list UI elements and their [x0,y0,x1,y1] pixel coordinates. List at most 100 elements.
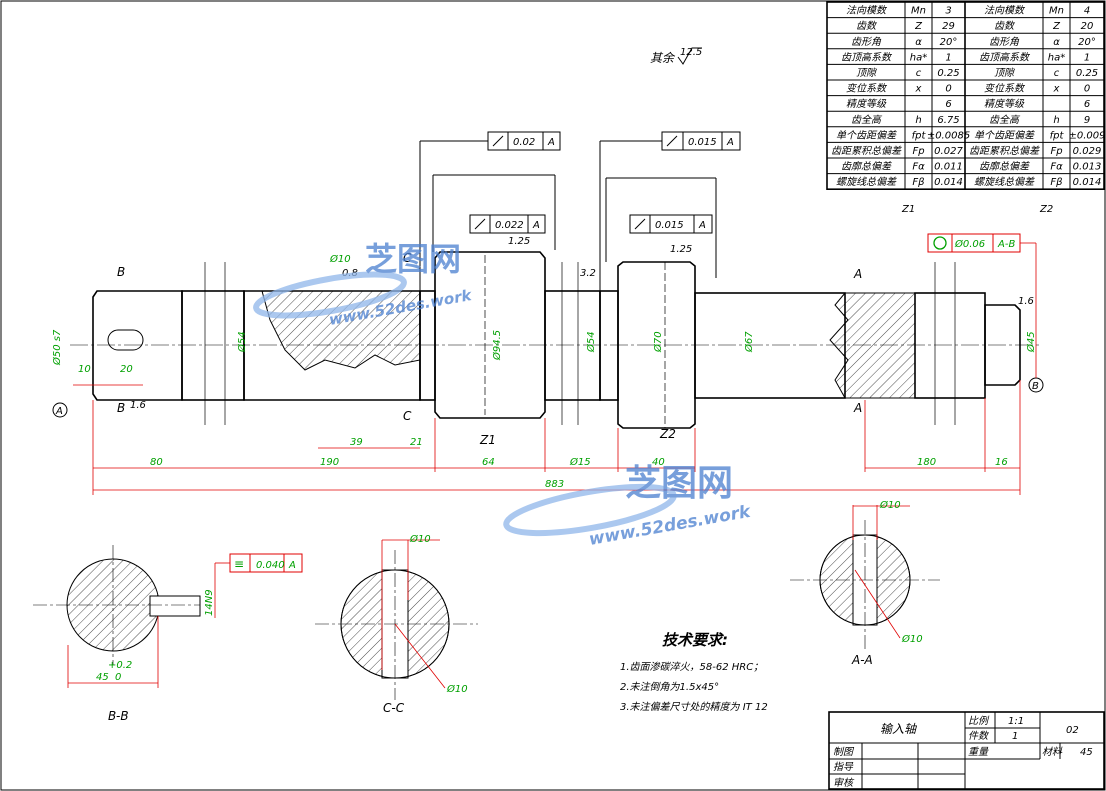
scale-value: 1:1 [1008,716,1024,727]
bb-dim: 45 [96,672,109,683]
svg-text:A: A [547,137,555,148]
gear-table-cell: 20° [940,37,958,48]
gear-table-cell: 6.75 [937,115,959,126]
gear-table-cell: 齿全高 [989,114,1021,126]
gear-table-cell: 1 [1084,52,1090,63]
gear-table-cell: h [915,115,921,126]
gear-z2 [617,261,696,429]
shaft-main-view [70,251,1040,429]
svg-text:0.015: 0.015 [655,220,684,231]
gear-table-cell: 变位系数 [846,83,888,95]
z1-table-label: Z1 [901,204,915,215]
tech-item-3: 3.未注偏差尺寸处的精度为 IT 12 [620,701,768,713]
label-z1: Z1 [479,433,496,447]
gear-table-cell: 单个齿距偏差 [836,129,897,141]
gear-table-cell: 0.014 [1073,177,1102,188]
note-125a: 1.25 [508,236,530,247]
gear-table-cell: 3 [945,6,951,17]
gear-table-cell: 精度等级 [846,98,887,110]
gear-table-cell: fpt [1050,130,1065,141]
svg-text:芝图网: 芝图网 [625,463,733,504]
section-aa-label: A-A [851,653,873,667]
svg-text:0.040: 0.040 [256,560,285,571]
gear-table-cell: 齿数 [856,20,878,32]
note-16b: 1.6 [130,400,146,411]
roughness-value: 12.5 [680,47,702,58]
drawn-label: 制图 [833,746,855,758]
label-C-bot: C [403,409,412,423]
gear-table-cell: 0 [1084,84,1090,95]
gear-table-cell: 单个齿距偏差 [974,129,1035,141]
tech-item-2: 2.未注倒角为1.5x45° [620,681,719,693]
svg-text:0.022: 0.022 [495,220,524,231]
title-block [828,711,1105,790]
datum-A: A [55,406,63,417]
material-label: 材料 [1042,746,1063,758]
aa-dim1: Ø10 [879,499,901,511]
gear-table-cell: 0.029 [1073,146,1102,157]
runout-frame-3: 0.022 A [432,174,556,252]
label-A-top: A [853,267,862,281]
dim-l15: Ø15 [569,456,591,468]
gear-table-cell: α [1053,37,1060,48]
gear-table-cell: 齿廓总偏差 [979,161,1030,173]
gear-table-cell: 顶隙 [856,67,877,79]
note-32: 3.2 [580,268,596,279]
gear-table-cell: 齿形角 [851,36,882,48]
dim-l180: 180 [917,457,936,468]
gear-table-cell: 9 [1084,115,1090,126]
dim-l64: 64 [482,457,495,468]
bb-width: 14N9 [204,589,215,616]
dim-l20: 20 [120,364,133,375]
label-C-top: C [403,251,412,265]
z2-table-label: Z2 [1039,204,1053,215]
gear-table-cell: 变位系数 [984,83,1026,95]
svg-text:≡: ≡ [234,557,244,571]
gear-table-cell: Mn [1049,6,1064,17]
watermark-1: 芝图网 www.52des.work [253,240,474,329]
runout-frame-4: 0.015 A [605,177,717,278]
dim-d70: Ø70 [652,331,664,353]
qty-value: 1 [1012,731,1018,742]
gear-table-cell: ±0.009 [1068,130,1105,141]
gear-table-cell: 法向模数 [984,5,1026,17]
cc-dim1: Ø10 [409,533,431,545]
gear-table-cell: Fβ [1050,177,1063,188]
dim-d10a: Ø10 [329,253,351,265]
roughness-symbol [677,47,702,65]
qty-label: 件数 [968,730,990,742]
dim-d67: Ø67 [743,331,755,353]
gear-table-cell: 29 [942,21,955,32]
svg-text:A-B: A-B [997,239,1015,250]
dim-l10: 10 [78,364,91,375]
gear-table-cell: Fp [1050,146,1062,157]
gear-table-cell: 法向模数 [846,5,888,17]
gear-table-cell: Z [1052,21,1061,32]
note-125b: 1.25 [670,244,692,255]
svg-text:0.015: 0.015 [688,137,717,148]
gear-table-cell: 齿距累积总偏差 [831,145,902,157]
dim-d50: Ø50 s7 [51,329,63,366]
drawing-number: 02 [1066,725,1079,736]
dim-l16: 16 [995,457,1008,468]
gear-table-cell: 4 [1084,6,1090,17]
keyway [107,329,144,351]
gear-table-cell: 0.25 [937,68,959,79]
gear-table-cell: c [916,68,922,79]
gear-table-cell: c [1054,68,1060,79]
gear-table-cell: 0.25 [1076,68,1098,79]
section-cc-label: C-C [383,701,405,715]
watermark-2: 芝图网 www.52des.work [503,463,754,550]
gear-table-cell: 20° [1078,37,1096,48]
gear-table-cell: 齿数 [994,20,1016,32]
svg-text:芝图网: 芝图网 [365,240,461,278]
dim-l40: 40 [652,457,665,468]
runout-frame-2: 0.015 A [599,131,741,290]
gear-table-cell: 0.011 [934,162,963,173]
gear-table-cell: 齿形角 [989,36,1020,48]
material-value: 45 [1080,747,1093,758]
gear-table-cell: ha* [1048,52,1065,63]
roughness-note: 其余 [650,51,676,65]
